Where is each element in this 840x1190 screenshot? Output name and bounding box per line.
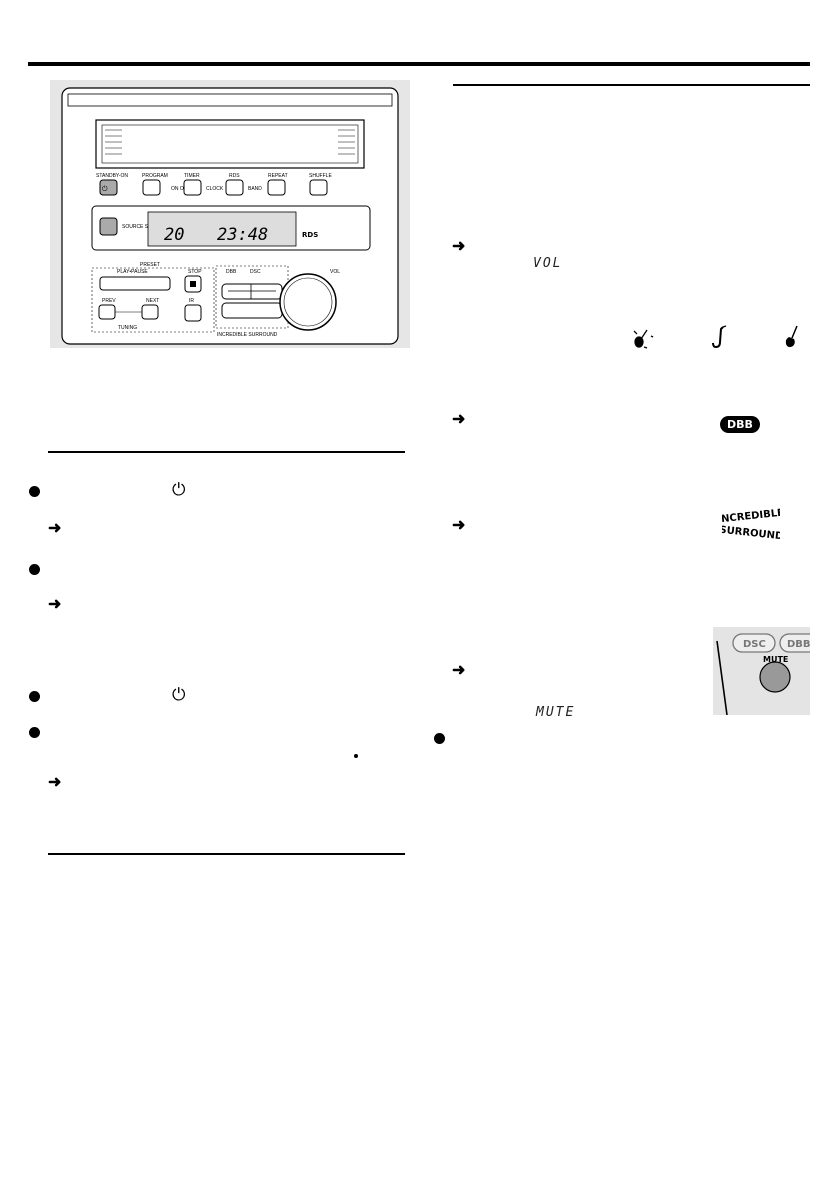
result-arrow: ➜ [48, 774, 62, 791]
svg-text:PLAY•PAUSE: PLAY•PAUSE [117, 269, 148, 275]
svg-text:IR: IR [189, 298, 194, 304]
top-button-row: STANDBY-ON ⏻ PROGRAM TIMER ON OFF CLOCK … [96, 173, 332, 196]
svg-text:PRESET: PRESET [140, 262, 160, 268]
result-arrow: ➜ [452, 238, 466, 255]
svg-text:REPEAT: REPEAT [268, 173, 288, 179]
result-arrow: ➜ [452, 517, 466, 534]
svg-text:TUNING: TUNING [118, 325, 137, 331]
svg-text:SHUFFLE: SHUFFLE [309, 173, 332, 179]
section-rule-right [453, 84, 810, 86]
svg-text:BAND: BAND [248, 186, 262, 192]
mute-display: MUTE [536, 705, 576, 720]
svg-text:SOURCE SELECT: SOURCE SELECT [122, 224, 164, 230]
device-illustration: STANDBY-ON ⏻ PROGRAM TIMER ON OFF CLOCK … [50, 80, 410, 348]
svg-text:STOP: STOP [188, 269, 202, 275]
svg-text:DBB: DBB [226, 269, 237, 275]
step-bullet [29, 564, 40, 575]
svg-text:NEXT: NEXT [146, 298, 159, 304]
svg-text:SURROUND: SURROUND [722, 525, 780, 541]
result-arrow: ➜ [452, 662, 466, 679]
display-time: 23:48 [217, 225, 268, 245]
dbb-badge: DBB [720, 416, 760, 433]
incredible-surround-logo: INCREDIBLE SURROUND [722, 508, 780, 541]
electric-guitar-icon [785, 325, 798, 348]
svg-text:INCREDIBLE: INCREDIBLE [722, 508, 780, 526]
section-rule-1 [48, 451, 405, 453]
svg-text:DSC: DSC [250, 269, 261, 275]
step-bullet [29, 727, 40, 738]
vol-display: VOL [533, 256, 563, 271]
svg-text:TIMER: TIMER [184, 173, 200, 179]
svg-text:RDS: RDS [302, 231, 318, 239]
power-icon: ⏻ [172, 685, 186, 705]
svg-text:PROGRAM: PROGRAM [142, 173, 168, 179]
power-icon: ⏻ [172, 480, 186, 500]
dot-mark [354, 754, 358, 758]
result-arrow: ➜ [452, 411, 466, 428]
svg-text:DBB: DBB [787, 639, 810, 650]
svg-text:INCREDIBLE SURROUND: INCREDIBLE SURROUND [217, 332, 278, 338]
section-rule-2 [48, 853, 405, 855]
svg-text:CLOCK: CLOCK [206, 186, 224, 192]
rock-guitar-icon [633, 329, 654, 349]
step-bullet [29, 486, 40, 497]
standby-label: STANDBY-ON [96, 173, 128, 179]
svg-text:PREV: PREV [102, 298, 116, 304]
step-bullet [29, 691, 40, 702]
result-arrow: ➜ [48, 520, 62, 537]
svg-text:MUTE: MUTE [763, 655, 788, 664]
svg-text:VOL: VOL [330, 269, 340, 275]
saxophone-icon [712, 325, 727, 349]
mute-button-photo: DSC DBB MUTE [713, 627, 810, 715]
svg-text:ON OFF: ON OFF [171, 186, 190, 192]
result-arrow: ➜ [48, 596, 62, 613]
svg-text:RDS: RDS [229, 173, 240, 179]
svg-text:⏻: ⏻ [102, 185, 108, 193]
svg-text:DSC: DSC [743, 639, 766, 650]
display-track: 20 [164, 225, 184, 245]
top-rule [28, 62, 810, 66]
step-bullet [434, 733, 445, 744]
